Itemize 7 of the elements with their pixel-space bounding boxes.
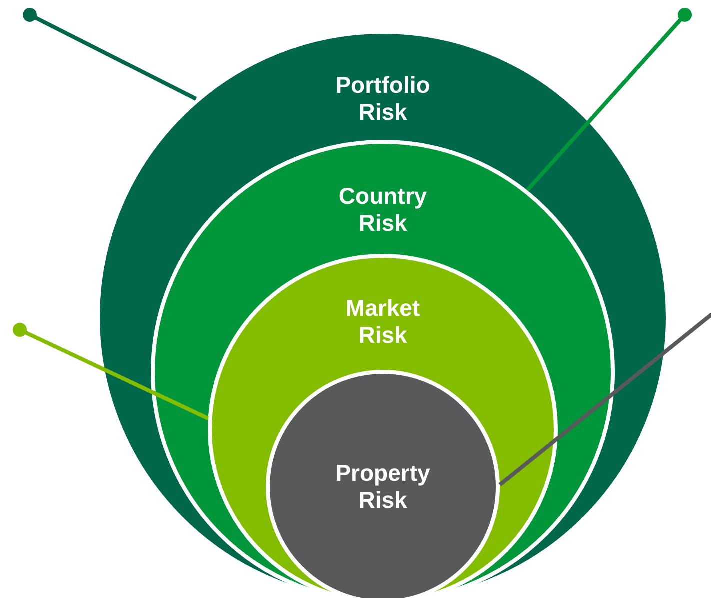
leader-line — [13, 323, 210, 420]
circle-label: Market Risk — [344, 295, 422, 349]
leader-line — [526, 8, 692, 192]
circle-label: Portfolio Risk — [334, 72, 432, 126]
circle-label: Property Risk — [334, 460, 432, 514]
circle-label: Country Risk — [338, 183, 428, 237]
leader-line — [23, 8, 198, 101]
